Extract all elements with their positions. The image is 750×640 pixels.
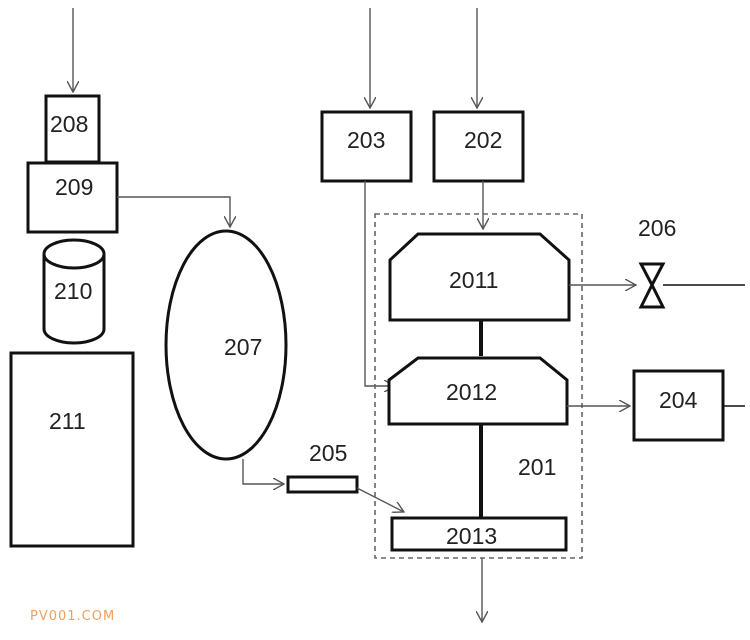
- label-210: 210: [54, 278, 92, 304]
- label-211: 211: [49, 408, 86, 434]
- box-211: [9, 351, 135, 548]
- label-206: 206: [638, 215, 676, 241]
- box-203: [320, 110, 413, 183]
- label-201: 201: [518, 454, 556, 480]
- label-204: 204: [659, 387, 698, 413]
- label-207: 207: [224, 334, 262, 360]
- cylinder-210: [42, 238, 106, 345]
- arrow-203-to-2012: [364, 181, 395, 386]
- arrow-209-to-207: [117, 196, 230, 227]
- box-209: [26, 161, 119, 234]
- label-208: 208: [50, 111, 88, 137]
- box-2013: [390, 516, 568, 552]
- arrow-205-to-2013: [356, 487, 404, 512]
- box-205: [286, 475, 359, 494]
- watermark: PV001.COM: [30, 609, 115, 624]
- label-2011: 2011: [449, 267, 498, 293]
- vessel-2012: [387, 356, 569, 426]
- vessel-2011: [388, 232, 571, 322]
- label-203: 203: [347, 127, 385, 153]
- box-202: [432, 110, 525, 183]
- ellipse-207: [164, 229, 288, 461]
- label-209: 209: [55, 174, 93, 200]
- valve-206-icon: [638, 262, 666, 309]
- dashed-box-201: [374, 213, 583, 559]
- label-202: 202: [464, 127, 502, 153]
- box-204: [632, 369, 725, 442]
- arrow-207-to-205: [242, 459, 284, 484]
- label-205: 205: [309, 440, 347, 466]
- label-2013: 2013: [446, 523, 497, 549]
- label-2012: 2012: [446, 379, 497, 405]
